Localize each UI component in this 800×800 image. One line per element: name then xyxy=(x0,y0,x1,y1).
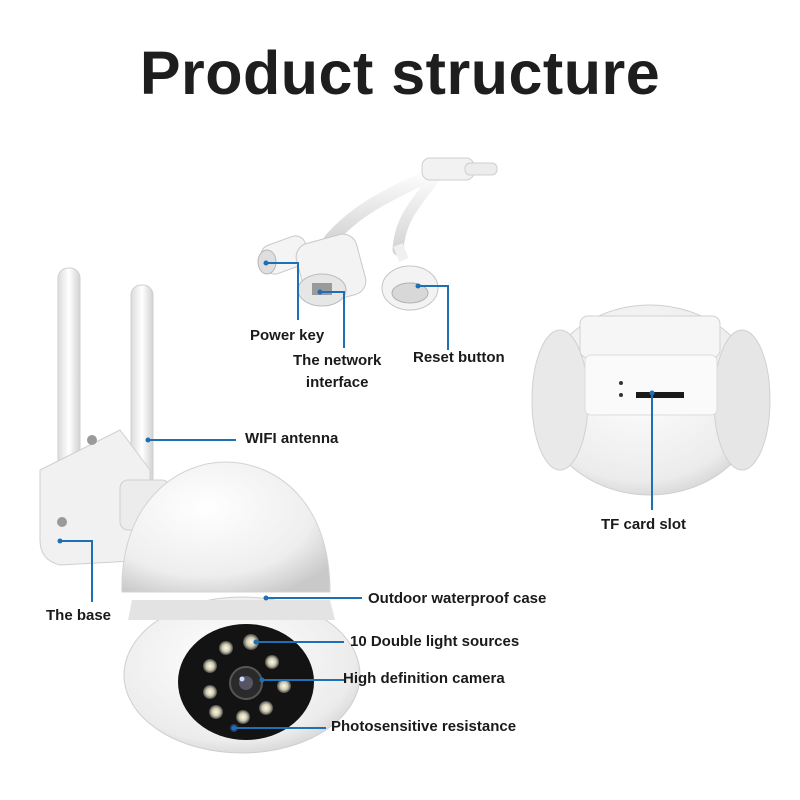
cable-branch-left xyxy=(323,163,447,247)
label-tf-card-slot: TF card slot xyxy=(601,516,687,533)
label-outdoor-case: Outdoor waterproof case xyxy=(368,590,547,607)
label-hd-camera: High definition camera xyxy=(343,670,505,687)
label-the-base: The base xyxy=(46,607,112,624)
main-camera xyxy=(39,267,361,754)
leader-reset-button xyxy=(418,285,449,350)
label-network-interface: The network interface xyxy=(293,352,382,391)
label-wifi-antenna: WIFI antenna xyxy=(245,430,339,447)
page-title: Product structure xyxy=(139,39,661,107)
label-light-sources: 10 Double light sources xyxy=(350,633,520,650)
leader-network-interface xyxy=(320,291,345,348)
power-key-connector xyxy=(257,235,310,275)
camera-dome xyxy=(121,461,331,593)
label-reset-button: Reset button xyxy=(413,349,505,366)
led-ring xyxy=(203,634,291,732)
cable-assembly xyxy=(257,157,498,311)
leader-lines xyxy=(60,262,653,729)
reset-button-connector xyxy=(381,243,439,311)
camera-bottom-view xyxy=(531,304,771,496)
tf-card-slot-opening xyxy=(636,392,684,398)
label-photosensitive: Photosensitive resistance xyxy=(331,718,517,735)
label-power-key: Power key xyxy=(250,327,325,344)
leader-the-base xyxy=(60,540,93,602)
leader-power-key xyxy=(266,262,299,320)
